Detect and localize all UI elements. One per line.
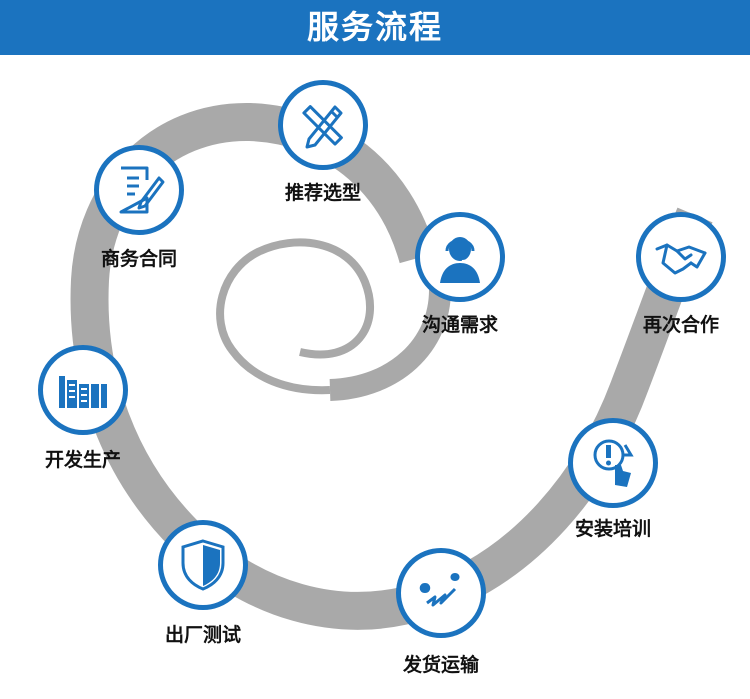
route-pin-icon xyxy=(419,573,460,607)
step-icon-circle xyxy=(415,212,505,302)
step-label: 安装培训 xyxy=(574,518,651,540)
pencil-ruler-icon xyxy=(302,105,343,149)
touch-gesture-icon xyxy=(593,439,634,487)
step-label: 推荐选型 xyxy=(284,182,361,204)
shield-icon xyxy=(181,539,225,591)
contract-pen-icon xyxy=(119,166,165,214)
handshake-icon xyxy=(655,243,707,275)
step-icon-circle xyxy=(396,548,486,638)
step-icon-circle xyxy=(568,418,658,508)
step-label: 再次合作 xyxy=(642,314,719,336)
step-label: 出厂测试 xyxy=(164,624,241,646)
step-icon-circle xyxy=(158,520,248,610)
step-icon-circle xyxy=(38,345,128,435)
step-label: 发货运输 xyxy=(402,654,479,676)
factory-building-icon xyxy=(59,376,107,408)
customer-service-icon xyxy=(440,237,480,283)
step-icon-circle xyxy=(278,80,368,170)
step-icon-circle xyxy=(636,212,726,302)
step-label: 沟通需求 xyxy=(421,314,498,336)
header-bar: 服务流程 xyxy=(0,0,750,55)
step-label: 商务合同 xyxy=(100,248,177,270)
step-icon-circle xyxy=(94,145,184,235)
step-label: 开发生产 xyxy=(44,449,121,471)
page-title: 服务流程 xyxy=(306,8,443,46)
